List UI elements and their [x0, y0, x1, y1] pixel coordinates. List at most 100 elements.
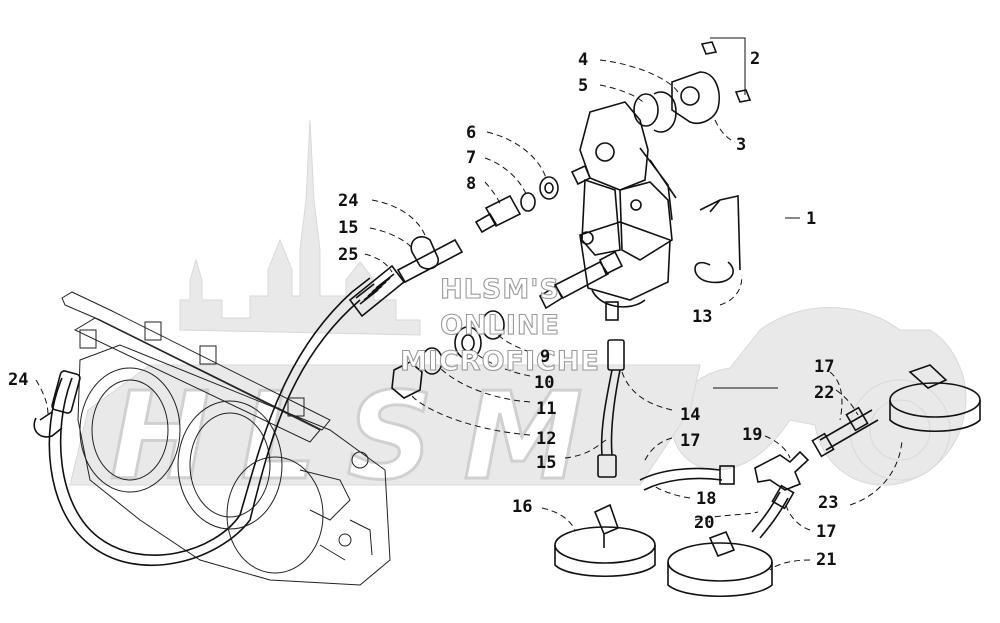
callout-17-mid: 17	[680, 431, 700, 451]
leader-8	[484, 181, 501, 205]
leader-16	[541, 507, 576, 531]
leader-10	[471, 349, 531, 377]
primer-valves	[554, 364, 981, 597]
leader-20	[694, 511, 759, 521]
regulator-hose-group	[391, 260, 610, 399]
leader-15-top	[369, 227, 413, 249]
callout-10: 10	[534, 373, 554, 393]
leader-24-left	[35, 379, 49, 416]
pump-inlet-fitting	[570, 164, 592, 186]
callout-5: 5	[578, 76, 588, 96]
watermark-logo-text: HLSM	[110, 368, 613, 507]
callout-9: 9	[540, 347, 550, 367]
tee-hose-group	[639, 406, 879, 539]
carb-body-outline	[77, 344, 391, 586]
pump-bracket	[639, 147, 677, 221]
hose-end-clamp-left	[51, 370, 81, 414]
callout-17-bottom: 17	[816, 522, 836, 542]
hose-barb-fitting	[474, 194, 522, 234]
pump-outlet-hose	[597, 339, 625, 478]
o-ring-6	[539, 176, 559, 200]
leader-17-mid	[643, 437, 673, 463]
pump-outlet-fitting	[598, 250, 624, 276]
fuel-rail-lower	[73, 317, 321, 443]
callout-14: 14	[680, 405, 700, 425]
callout-21: 21	[816, 550, 836, 570]
carburetor-assembly	[61, 291, 391, 586]
linkage-pivot	[351, 451, 369, 469]
wire-bracket	[699, 195, 741, 271]
leader-13	[719, 274, 743, 306]
gasket-5	[633, 93, 659, 127]
watermark-line-2: ONLINE	[440, 310, 560, 341]
screw-2-bottom	[734, 89, 752, 103]
leader-24-top	[371, 199, 427, 239]
hose-from-pump	[553, 260, 610, 300]
o-ring-6-hole	[544, 182, 554, 194]
primer-16	[554, 503, 656, 577]
callout-12: 12	[536, 429, 556, 449]
hose-clamp-lower	[597, 454, 617, 478]
watermark-text-block: HLSM'S ONLINE MICROFICHE	[400, 273, 600, 377]
callout-23: 23	[818, 493, 838, 513]
leader-3	[714, 119, 736, 143]
elbow-fitting	[538, 284, 564, 310]
callout-6: 6	[466, 123, 476, 143]
rail-fitting-2	[144, 321, 162, 341]
leader-22	[835, 389, 859, 416]
leader-11	[439, 367, 531, 403]
leader-21	[769, 559, 811, 571]
callout-24-top: 24	[338, 191, 358, 211]
pump-side-column	[619, 181, 673, 261]
callout-15-bottom: 15	[536, 453, 556, 473]
clamp-17-c	[771, 484, 795, 510]
fitting-stack	[474, 176, 559, 234]
pump-column	[581, 178, 621, 256]
rail-fitting-3	[199, 345, 217, 365]
pump-outlet-nipple	[605, 301, 619, 321]
leader-19	[764, 435, 791, 459]
watermark-line-1: HLSM'S	[440, 274, 560, 305]
corrugated-sleeve	[351, 273, 395, 305]
clamp-24-left	[33, 411, 63, 438]
leader-5	[599, 84, 646, 105]
watermark-graphic: HLSM	[69, 119, 967, 509]
fuel-rail	[61, 291, 331, 431]
leader-4	[599, 59, 679, 93]
rail-fitting-1	[79, 329, 97, 349]
callout-20: 20	[694, 513, 714, 533]
leader-18	[653, 485, 691, 499]
callout-1: 1	[806, 209, 816, 229]
leader-17-right	[829, 371, 843, 421]
callout-24-left: 24	[8, 370, 28, 390]
clip-and-bracket	[694, 195, 741, 284]
callout-11: 11	[536, 399, 556, 419]
logo-block-letters	[69, 364, 701, 486]
leader-lines	[35, 37, 903, 571]
sleeve-body	[348, 264, 406, 318]
leader-15-bottom	[564, 439, 607, 459]
leader-2	[710, 37, 746, 95]
leader-23	[849, 439, 903, 506]
clamp-22	[845, 406, 869, 432]
callout-2: 2	[750, 49, 760, 69]
leader-25	[364, 253, 393, 273]
throttle-bore-2-inner	[189, 412, 271, 518]
callout-19: 19	[742, 425, 762, 445]
callout-8: 8	[466, 174, 476, 194]
clamp-17-a	[719, 465, 735, 485]
callout-7: 7	[466, 148, 476, 168]
pump-port-upper	[595, 142, 615, 162]
tee-fitting-19	[754, 450, 810, 491]
callout-25: 25	[338, 245, 358, 265]
regulator-cap-3	[671, 71, 720, 124]
callout-16: 16	[512, 497, 532, 517]
throttle-bore-3	[226, 456, 324, 574]
washer-10-hole	[461, 334, 475, 352]
retaining-clip-13	[694, 261, 734, 284]
clamp-15-upper	[410, 236, 439, 270]
fuel-pump-body	[570, 101, 677, 321]
clamp-17-b	[811, 432, 835, 458]
hose-clamp-upper	[607, 339, 625, 371]
